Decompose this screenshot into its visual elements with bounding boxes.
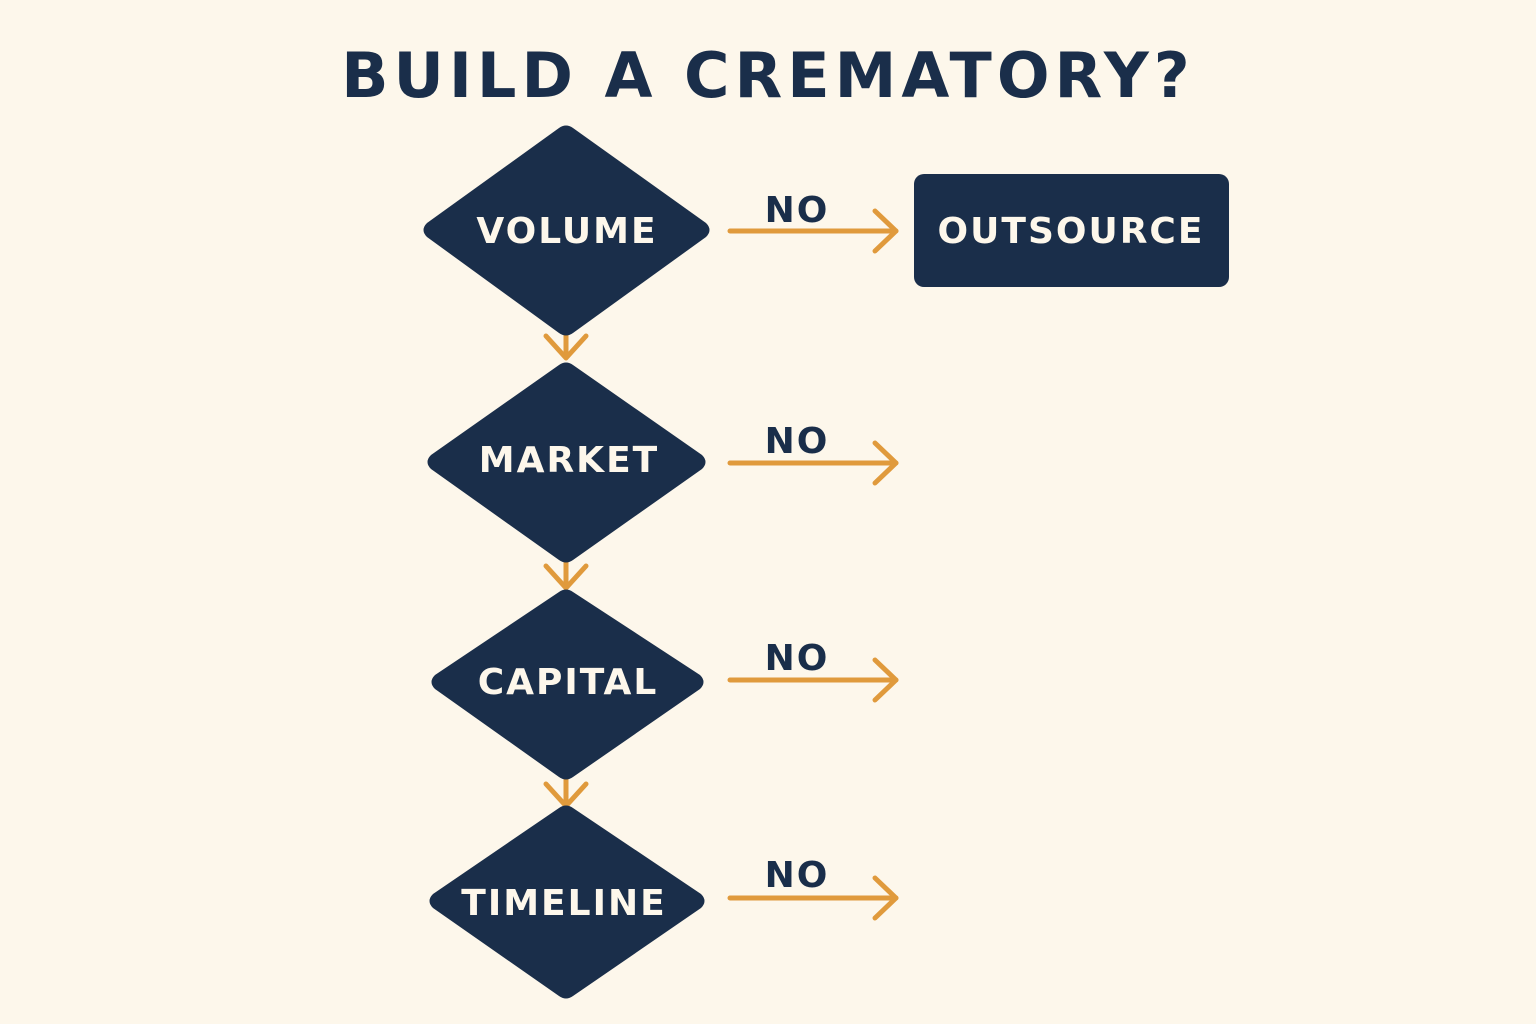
decision-timeline: TIMELINE (429, 805, 705, 999)
decision-diamond (423, 125, 710, 336)
decision-market: MARKET (427, 362, 706, 563)
diagram-title: BUILD A CREMATORY? (341, 39, 1195, 112)
no-label: NO (765, 638, 830, 679)
decision-label: TIMELINE (461, 883, 666, 924)
decision-diamond (429, 805, 705, 999)
no-branch-timeline: NO (727, 855, 899, 921)
no-arrow (727, 208, 899, 254)
no-arrow (727, 875, 899, 921)
decision-capital: CAPITAL (431, 589, 704, 780)
outcome-outsource: OUTSOURCE (914, 174, 1229, 287)
decision-volume: VOLUME (423, 125, 710, 336)
outcome-box (914, 174, 1229, 287)
decision-diamond (427, 362, 706, 563)
decision-label: MARKET (479, 440, 659, 481)
no-label: NO (765, 190, 830, 231)
decision-label: CAPITAL (478, 662, 659, 703)
no-arrow (727, 657, 899, 703)
no-branch-capital: NO (727, 638, 899, 703)
no-label: NO (765, 421, 830, 462)
no-branch-volume: NO (727, 190, 899, 254)
no-branch-market: NO (727, 421, 899, 486)
no-label: NO (765, 855, 830, 896)
decision-label: VOLUME (476, 211, 657, 252)
outcome-label: OUTSOURCE (938, 211, 1205, 252)
decision-diamond (431, 589, 704, 780)
no-arrow (727, 440, 899, 486)
